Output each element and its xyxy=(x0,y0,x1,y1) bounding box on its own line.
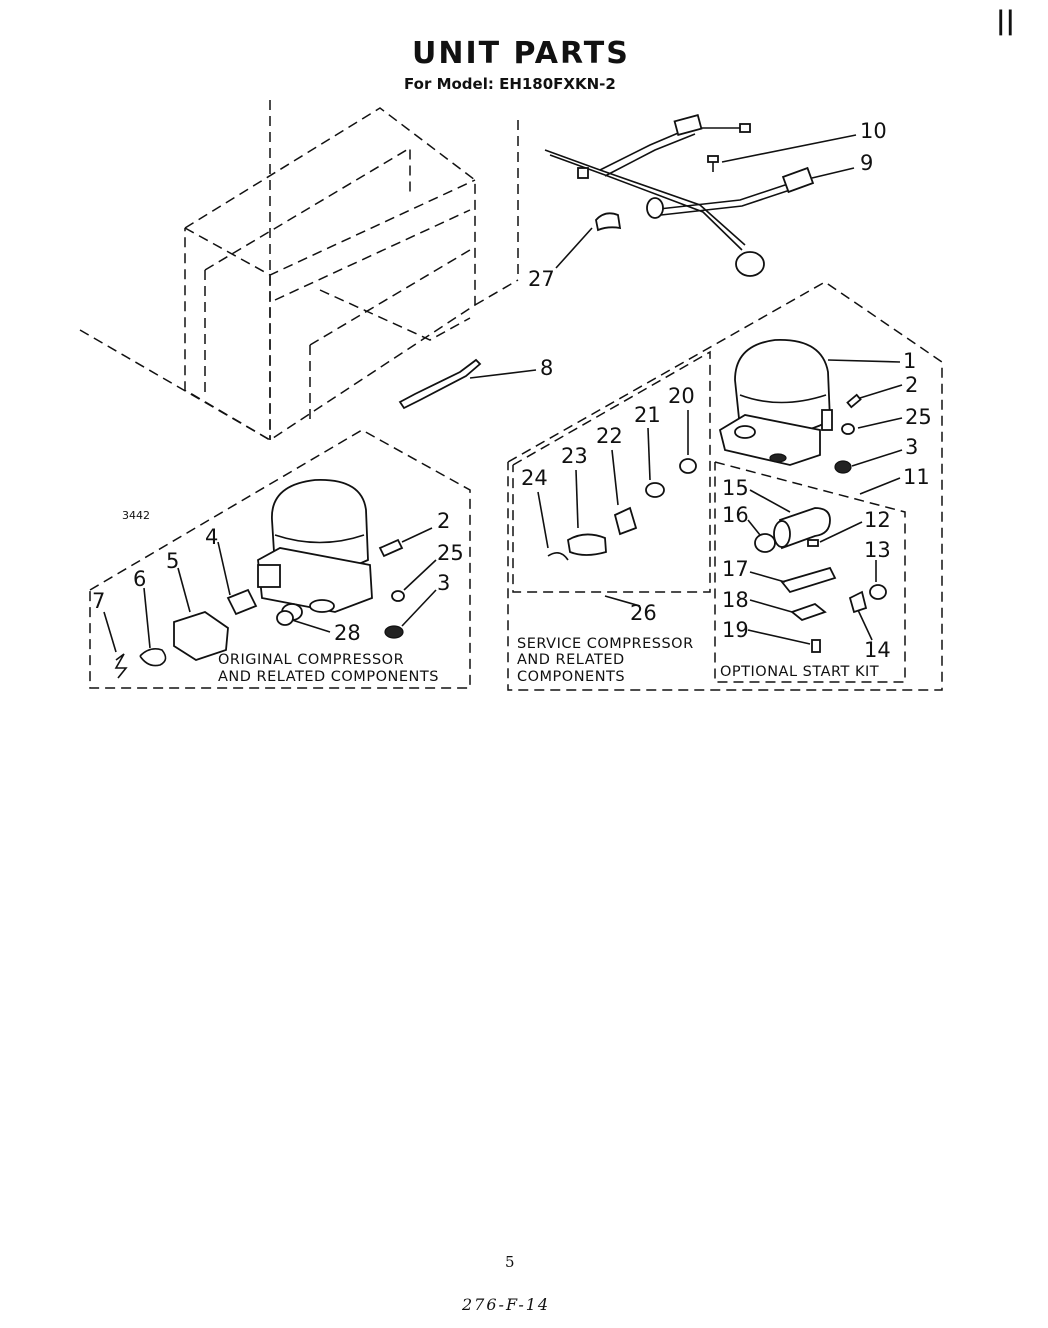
callout-26: 26 xyxy=(630,601,657,625)
callout-25-left: 25 xyxy=(437,541,464,565)
grommet-3-left xyxy=(384,625,404,639)
handwritten-note: 276-F-14 xyxy=(462,1295,551,1314)
screw-12 xyxy=(807,539,819,547)
caption-optional-start-kit: OPTIONAL START KIT xyxy=(720,664,879,680)
wire-7 xyxy=(114,653,128,679)
callout-1: 1 xyxy=(903,349,916,373)
model-subtitle: For Model: EH180FXKN-2 xyxy=(404,75,616,93)
original-region-outline xyxy=(89,429,471,689)
washer-25-left xyxy=(391,590,405,602)
wiring-harness xyxy=(544,114,815,277)
callout-19: 19 xyxy=(722,618,749,642)
callout-3-right: 3 xyxy=(905,435,918,459)
clip-6 xyxy=(139,648,167,667)
caption-service-line1: SERVICE COMPRESSOR xyxy=(517,636,694,652)
callout-2-left: 2 xyxy=(437,509,450,533)
part-22 xyxy=(613,506,638,536)
callout-8: 8 xyxy=(540,356,553,380)
callout-27: 27 xyxy=(528,267,555,291)
callout-10: 10 xyxy=(860,119,887,143)
caption-original-line1: ORIGINAL COMPRESSOR xyxy=(218,652,404,668)
caption-service-line3: COMPONENTS xyxy=(517,669,625,685)
callout-17: 17 xyxy=(722,557,749,581)
plate-18 xyxy=(790,602,827,622)
service-region-outline xyxy=(507,281,943,691)
screw-19 xyxy=(811,639,821,653)
screw-10 xyxy=(707,155,719,172)
compressor-1 xyxy=(718,339,833,466)
callout-13: 13 xyxy=(864,538,891,562)
clip-27 xyxy=(595,212,622,232)
callout-7: 7 xyxy=(92,589,105,613)
callout-11: 11 xyxy=(903,465,930,489)
grommet-3-right xyxy=(834,460,852,474)
part-23 xyxy=(567,533,607,556)
bracket-17 xyxy=(780,566,837,594)
callout-23: 23 xyxy=(561,444,588,468)
capacitor-15 xyxy=(773,507,831,550)
corner-mark: || xyxy=(996,6,1015,36)
caption-service-line2: AND RELATED xyxy=(517,652,625,668)
callout-21: 21 xyxy=(634,403,661,427)
callout-28: 28 xyxy=(334,621,361,645)
page-title: UNIT PARTS xyxy=(412,36,630,71)
page-number: 5 xyxy=(505,1253,515,1271)
figure-code: 3442 xyxy=(122,509,150,522)
callout-16: 16 xyxy=(722,503,749,527)
boot-16 xyxy=(754,533,776,553)
part-24 xyxy=(547,552,569,561)
relay-4 xyxy=(226,588,258,616)
callout-2-right: 2 xyxy=(905,373,918,397)
callout-14: 14 xyxy=(864,638,891,662)
callout-6: 6 xyxy=(133,567,146,591)
callout-12: 12 xyxy=(864,508,891,532)
leader-lines xyxy=(103,134,903,653)
part-28 xyxy=(276,610,294,626)
drier-8 xyxy=(398,358,482,410)
part-14 xyxy=(848,590,868,614)
callout-20: 20 xyxy=(668,384,695,408)
cover-5 xyxy=(173,611,229,661)
callout-5: 5 xyxy=(166,549,179,573)
part-20 xyxy=(679,458,697,474)
callout-9: 9 xyxy=(860,151,873,175)
callout-25-right: 25 xyxy=(905,405,932,429)
callout-22: 22 xyxy=(596,424,623,448)
caption-original-line2: AND RELATED COMPONENTS xyxy=(218,669,439,685)
cabinet-outline xyxy=(79,100,519,441)
pin-2-left xyxy=(378,538,404,558)
part-13 xyxy=(869,584,887,600)
callout-15: 15 xyxy=(722,476,749,500)
callout-24: 24 xyxy=(521,466,548,490)
callout-18: 18 xyxy=(722,588,749,612)
part-21 xyxy=(645,482,665,498)
washer-25-right xyxy=(841,423,855,435)
compressor-original xyxy=(257,479,373,621)
callout-4: 4 xyxy=(205,525,218,549)
callout-3-left: 3 xyxy=(437,571,450,595)
pin-2-right xyxy=(846,393,862,409)
